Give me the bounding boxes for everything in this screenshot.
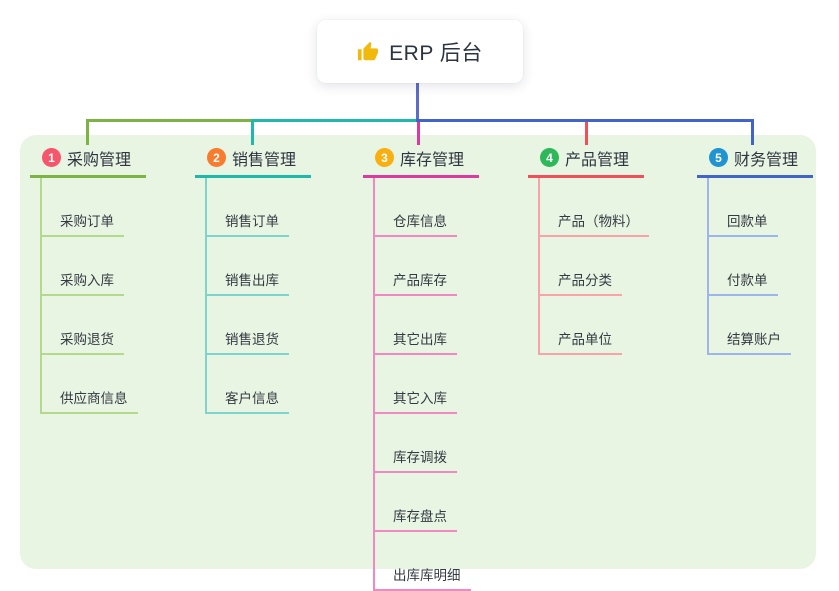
branch-children: 回款单 付款单 结算账户 <box>707 178 791 355</box>
branch-purchase: 1 采购管理 采购订单 采购入库 采购退货 供应商信息 <box>30 143 146 414</box>
child-node[interactable]: 客户信息 <box>207 355 289 414</box>
branch-label: 销售管理 <box>232 151 297 169</box>
child-node[interactable]: 采购订单 <box>42 178 124 237</box>
child-node[interactable]: 产品分类 <box>540 237 622 296</box>
child-node[interactable]: 产品（物料） <box>540 178 649 237</box>
branch-number-badge: 5 <box>709 148 728 167</box>
branch-product: 4 产品管理 产品（物料） 产品分类 产品单位 <box>528 143 649 355</box>
branch-children: 销售订单 销售出库 销售退货 客户信息 <box>205 178 289 414</box>
branch-header-product[interactable]: 4 产品管理 <box>528 143 644 178</box>
branch-sales: 2 销售管理 销售订单 销售出库 销售退货 客户信息 <box>195 143 311 414</box>
mindmap-panel <box>20 135 816 569</box>
branch-label: 库存管理 <box>400 151 465 169</box>
branch-number-badge: 4 <box>540 148 559 167</box>
child-node[interactable]: 其它入库 <box>375 355 457 414</box>
branch-number-badge: 1 <box>42 148 61 167</box>
branch-inventory: 3 库存管理 仓库信息 产品库存 其它出库 其它入库 库存调拨 库存盘点 出库库… <box>363 143 479 591</box>
child-node[interactable]: 库存调拨 <box>375 414 457 473</box>
thumbs-up-icon <box>358 41 379 60</box>
branch-label: 产品管理 <box>565 151 630 169</box>
branch-header-inventory[interactable]: 3 库存管理 <box>363 143 479 178</box>
branch-header-finance[interactable]: 5 财务管理 <box>697 143 813 178</box>
connector-root <box>416 83 419 119</box>
child-node[interactable]: 回款单 <box>709 178 778 237</box>
child-node[interactable]: 采购入库 <box>42 237 124 296</box>
child-node[interactable]: 库存盘点 <box>375 473 457 532</box>
branch-children: 产品（物料） 产品分类 产品单位 <box>538 178 649 355</box>
child-node[interactable]: 销售订单 <box>207 178 289 237</box>
branch-finance: 5 财务管理 回款单 付款单 结算账户 <box>697 143 813 355</box>
branch-label: 财务管理 <box>734 151 799 169</box>
branch-header-purchase[interactable]: 1 采购管理 <box>30 143 146 178</box>
branch-children: 采购订单 采购入库 采购退货 供应商信息 <box>40 178 138 414</box>
child-node[interactable]: 供应商信息 <box>42 355 138 414</box>
branch-number-badge: 2 <box>207 148 226 167</box>
child-node[interactable]: 采购退货 <box>42 296 124 355</box>
child-node[interactable]: 仓库信息 <box>375 178 457 237</box>
branch-label: 采购管理 <box>67 151 132 169</box>
child-node[interactable]: 销售退货 <box>207 296 289 355</box>
branch-children: 仓库信息 产品库存 其它出库 其它入库 库存调拨 库存盘点 出库库明细 <box>373 178 471 591</box>
child-node[interactable]: 其它出库 <box>375 296 457 355</box>
child-node[interactable]: 结算账户 <box>709 296 791 355</box>
child-node[interactable]: 出库库明细 <box>375 532 471 591</box>
branch-number-badge: 3 <box>375 148 394 167</box>
root-node[interactable]: ERP 后台 <box>317 20 523 83</box>
child-node[interactable]: 产品单位 <box>540 296 622 355</box>
child-node[interactable]: 销售出库 <box>207 237 289 296</box>
branch-header-sales[interactable]: 2 销售管理 <box>195 143 311 178</box>
child-node[interactable]: 付款单 <box>709 237 778 296</box>
child-node[interactable]: 产品库存 <box>375 237 457 296</box>
root-node-label: ERP 后台 <box>389 41 483 65</box>
